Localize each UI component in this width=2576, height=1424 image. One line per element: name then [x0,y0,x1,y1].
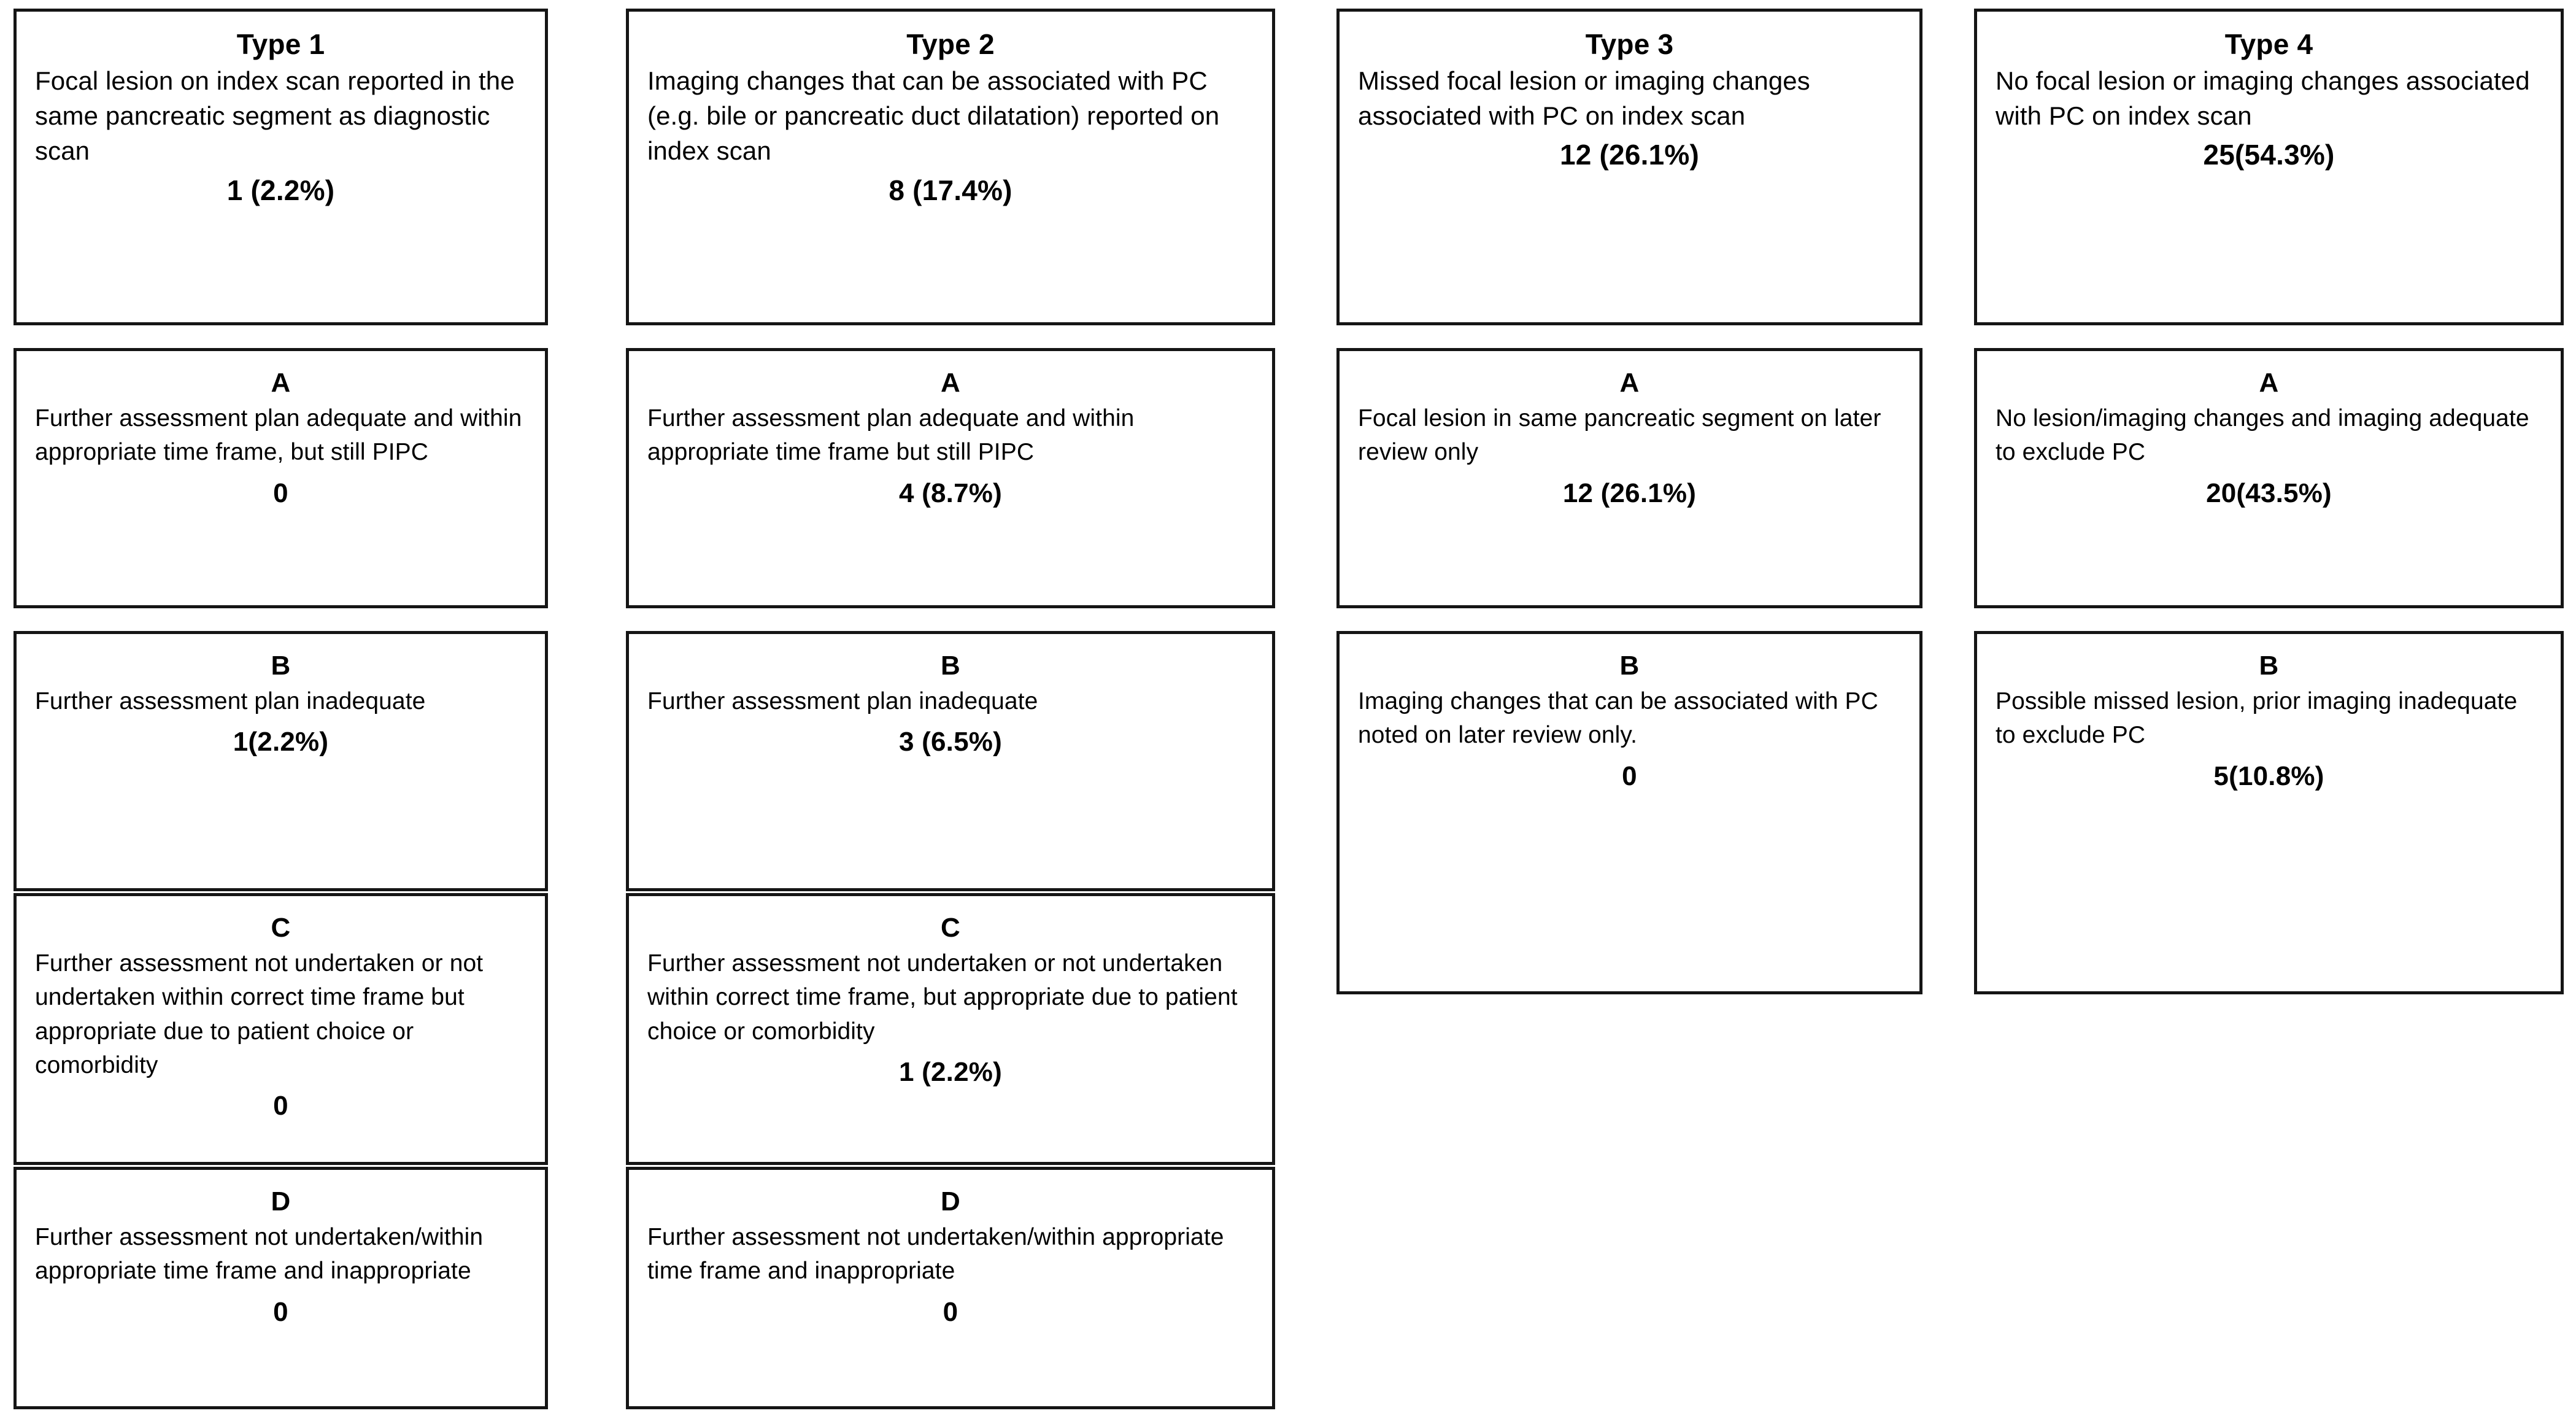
type4-subcategory-b-box: B Possible missed lesion, prior imaging … [1974,631,2564,994]
type2-subcategory-d-description: Further assessment not undertaken/within… [647,1223,1224,1285]
type2-subcategory-c-description: Further assessment not undertaken or not… [647,950,1238,1045]
type2-description: Imaging changes that can be associated w… [647,66,1220,166]
type2-subcategory-a-description: Further assessment plan adequate and wit… [647,404,1135,466]
type1-count: 1 (2.2%) [226,174,335,206]
type4-subcategory-b-label: B [2259,651,2279,681]
type4-subcategory-a-count: 20(43.5%) [2206,478,2332,508]
type4-header-box: Type 4 No focal lesion or imaging change… [1974,9,2564,325]
type1-subcategory-c-label: C [271,913,291,943]
type3-subcategory-a-description: Focal lesion in same pancreatic segment … [1358,404,1881,466]
type2-subcategory-d-count: 0 [943,1296,958,1327]
type3-description: Missed focal lesion or imaging changes a… [1358,66,1810,131]
type3-subcategory-a-label: A [1619,368,1640,398]
type3-subcategory-b-box: B Imaging changes that can be associated… [1336,631,1922,994]
type3-subcategory-b-count: 0 [1622,760,1637,791]
type1-subcategory-c-box: C Further assessment not undertaken or n… [13,893,548,1165]
type2-subcategory-c-count: 1 (2.2%) [899,1057,1002,1088]
type4-subcategory-b-count: 5(10.8%) [2213,760,2324,791]
type1-subcategory-a-box: A Further assessment plan adequate and w… [13,348,548,608]
type1-subcategory-b-count: 1(2.2%) [233,727,329,757]
type2-count: 8 (17.4%) [889,174,1012,206]
type4-count: 25(54.3%) [2203,139,2335,171]
type3-count: 12 (26.1%) [1559,139,1699,171]
type3-subcategory-b-description: Imaging changes that can be associated w… [1358,687,1878,749]
type1-subcategory-d-box: D Further assessment not undertaken/with… [13,1167,548,1409]
type3-title: Type 3 [1585,28,1674,60]
type2-subcategory-d-label: D [941,1186,960,1217]
type2-subcategory-b-description: Further assessment plan inadequate [647,687,1038,714]
type3-subcategory-a-box: A Focal lesion in same pancreatic segmen… [1336,348,1922,608]
type1-subcategory-d-label: D [271,1186,291,1217]
type2-subcategory-a-count: 4 (8.7%) [899,478,1002,508]
type1-subcategory-d-description: Further assessment not undertaken/within… [35,1223,484,1285]
type2-subcategory-b-count: 3 (6.5%) [899,727,1002,757]
type1-description: Focal lesion on index scan reported in t… [35,66,515,166]
type1-subcategory-b-box: B Further assessment plan inadequate 1(2… [13,631,548,891]
type3-subcategory-a-count: 12 (26.1%) [1562,478,1697,508]
type2-title: Type 2 [906,28,995,60]
type4-subcategory-a-description: No lesion/imaging changes and imaging ad… [1996,404,2529,466]
type2-subcategory-b-box: B Further assessment plan inadequate 3 (… [626,631,1275,891]
type4-subcategory-a-label: A [2259,368,2279,398]
type2-subcategory-b-label: B [941,651,960,681]
type4-subcategory-a-box: A No lesion/imaging changes and imaging … [1974,348,2564,608]
type1-subcategory-a-label: A [271,368,291,398]
type4-title: Type 4 [2224,28,2313,60]
type2-subcategory-c-label: C [941,913,960,943]
type1-subcategory-c-description: Further assessment not undertaken or not… [35,950,484,1079]
type2-subcategory-d-box: D Further assessment not undertaken/with… [626,1167,1275,1409]
type2-subcategory-a-box: A Further assessment plan adequate and w… [626,348,1275,608]
type1-subcategory-d-count: 0 [273,1296,288,1327]
type1-title: Type 1 [236,28,325,60]
type3-header-box: Type 3 Missed focal lesion or imaging ch… [1336,9,1922,325]
type1-subcategory-a-description: Further assessment plan adequate and wit… [35,404,522,466]
type1-subcategory-c-count: 0 [273,1091,288,1121]
type4-subcategory-b-description: Possible missed lesion, prior imaging in… [1996,687,2518,749]
type1-subcategory-b-label: B [271,651,291,681]
type4-description: No focal lesion or imaging changes assoc… [1996,66,2530,131]
type2-subcategory-a-label: A [941,368,960,398]
type2-subcategory-c-box: C Further assessment not undertaken or n… [626,893,1275,1165]
type1-subcategory-a-count: 0 [273,478,288,508]
type3-subcategory-b-label: B [1619,651,1640,681]
type1-header-box: Type 1 Focal lesion on index scan report… [13,9,548,325]
type2-header-box: Type 2 Imaging changes that can be assoc… [626,9,1275,325]
type1-subcategory-b-description: Further assessment plan inadequate [35,687,426,714]
